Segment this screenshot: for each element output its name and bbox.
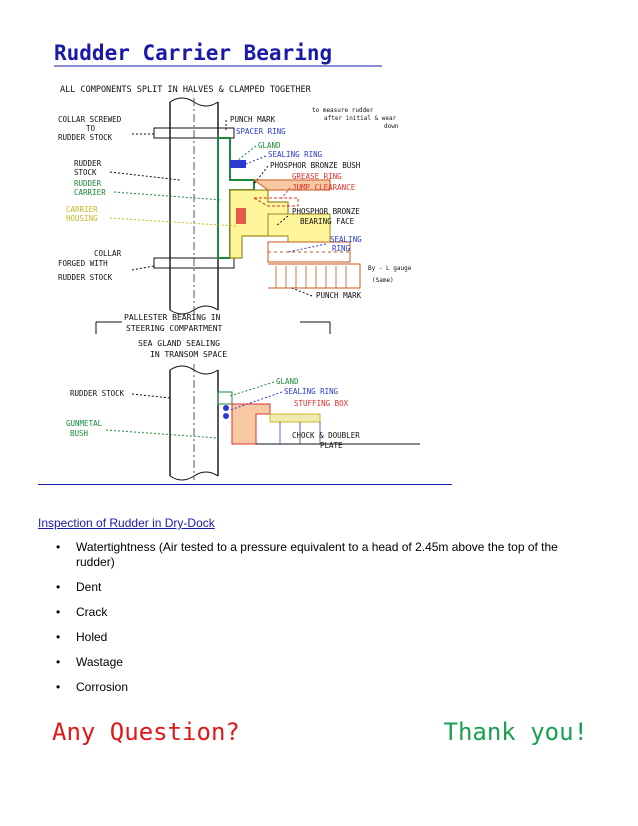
label-gland: GLAND <box>258 141 281 150</box>
label-rudder-stock: RUDDER <box>74 159 102 168</box>
label-sealing-ring-top: SEALING RING <box>268 150 323 159</box>
label-carrier-housing-2: HOUSING <box>66 214 98 223</box>
label-sealing-ring-mid-2: RING <box>332 244 351 253</box>
rudder-carrier-bearing-diagram: Rudder Carrier Bearing ALL COMPONENTS SP… <box>54 41 420 481</box>
diagram-title: Rudder Carrier Bearing <box>54 41 332 65</box>
label-grease-ring: GREASE RING <box>292 172 342 181</box>
section-heading: Inspection of Rudder in Dry-Dock <box>38 516 215 530</box>
label-chock-doubler: CHOCK & DOUBLER <box>292 431 360 440</box>
label-measure-note: to measure rudder <box>312 107 374 114</box>
label-pallester: PALLESTER BEARING IN <box>124 313 221 322</box>
any-question-text: Any Question? <box>52 718 240 746</box>
label-phosphor-face: PHOSPHOR BRONZE <box>292 207 360 216</box>
thank-you-text: Thank you! <box>443 718 589 746</box>
label-jump-clearance: JUMP CLEARANCE <box>292 183 356 192</box>
label-collar-forged-2: FORGED WITH <box>58 259 108 268</box>
list-item: Wastage <box>38 655 598 670</box>
label-gunmetal-bush-2: BUSH <box>70 429 89 438</box>
label-collar-forged-3: RUDDER STOCK <box>58 273 113 282</box>
list-item: Crack <box>38 605 598 620</box>
carrier-assembly <box>217 137 361 289</box>
label-stuffing-box: STUFFING BOX <box>294 399 349 408</box>
label-sea-gland-2: IN TRANSOM SPACE <box>150 350 227 359</box>
label-rudder-carrier: RUDDER <box>74 179 102 188</box>
list-item: Holed <box>38 630 598 645</box>
label-spacer-ring: SPACER RING <box>236 127 286 136</box>
label-collar-screwed-2: TO <box>86 124 96 133</box>
label-sea-gland: SEA GLAND SEALING <box>138 339 220 348</box>
label-rudder-stock-2: RUDDER STOCK <box>70 389 125 398</box>
upper-rudder-stock <box>153 97 235 320</box>
label-measure-note-2: after initial & wear <box>324 115 397 122</box>
divider <box>38 484 452 485</box>
list-item: Watertightness (Air tested to a pressure… <box>38 540 598 570</box>
label-feeler-note-2: (Same) <box>372 277 394 284</box>
label-sealing-ring-mid: SEALING <box>330 235 362 244</box>
list-item: Dent <box>38 580 598 595</box>
label-punch-mark-bottom: PUNCH MARK <box>316 291 362 300</box>
label-sealing-ring-2: SEALING RING <box>284 387 339 396</box>
label-rudder-carrier-2: CARRIER <box>74 188 106 197</box>
label-gunmetal-bush: GUNMETAL <box>66 419 103 428</box>
label-gland-2: GLAND <box>276 377 299 386</box>
label-phosphor-face-2: BEARING FACE <box>300 217 355 226</box>
inspection-list: Watertightness (Air tested to a pressure… <box>38 540 598 705</box>
label-collar-screwed: COLLAR SCREWED <box>58 115 122 124</box>
label-rudder-stock-2: STOCK <box>74 168 97 177</box>
label-feeler-note: By - L gauge <box>368 265 412 272</box>
diagram-subtitle: ALL COMPONENTS SPLIT IN HALVES & CLAMPED… <box>60 85 312 95</box>
label-chock-doubler-2: PLATE <box>320 441 343 450</box>
label-punch-mark-top: PUNCH MARK <box>230 115 276 124</box>
label-carrier-housing: CARRIER <box>66 205 98 214</box>
lower-rudder-stock <box>169 364 420 481</box>
label-pallester-2: STEERING COMPARTMENT <box>126 324 223 333</box>
label-measure-note-3: down <box>384 123 399 130</box>
list-item: Corrosion <box>38 680 598 695</box>
label-phosphor-bush: PHOSPHOR BRONZE BUSH <box>270 161 361 170</box>
label-collar-forged: COLLAR <box>94 249 122 258</box>
label-collar-screwed-3: RUDDER STOCK <box>58 133 113 142</box>
